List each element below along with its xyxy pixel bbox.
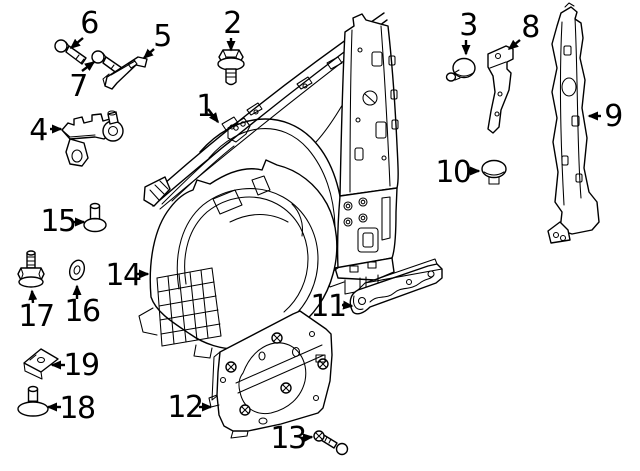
- callout-2-hex-flange-bolt: 2: [223, 6, 242, 52]
- callout-number-12: 12: [167, 390, 202, 425]
- callout-7-shoulder-bolt: 7: [69, 61, 96, 104]
- callout-19-clip-nut: 19: [50, 348, 100, 383]
- callout-8-support-bracket: 8: [507, 10, 541, 50]
- callout-18-rivet-stud: 18: [46, 391, 96, 426]
- part-8-support-bracket-drawing: [487, 45, 514, 134]
- callout-10-mushroom-clip: 10: [435, 155, 481, 190]
- callout-number-1: 1: [196, 89, 214, 124]
- callout-number-17: 17: [18, 299, 53, 334]
- callout-number-8: 8: [521, 10, 539, 45]
- part-4-corner-bracket-drawing: [61, 110, 124, 167]
- part-15-stud-bolt-drawing: [83, 202, 107, 233]
- part-9-reinforcement-panel-drawing: [547, 2, 600, 244]
- callout-arrow-1: [207, 108, 219, 124]
- callout-number-5: 5: [153, 19, 171, 54]
- callout-3-push-grommet: 3: [459, 8, 478, 56]
- callout-arrow-11: [341, 300, 354, 310]
- part-17-hex-bolt-drawing: [17, 250, 45, 288]
- callout-13-screw-and-retainer: 13: [270, 421, 314, 456]
- callout-number-10: 10: [435, 155, 471, 190]
- part-2-hex-flange-bolt-drawing: [217, 49, 245, 86]
- callout-5-mount-bracket: 5: [142, 19, 172, 60]
- callout-arrow-5: [142, 48, 155, 60]
- callout-4-corner-bracket: 4: [29, 113, 63, 148]
- callout-9-reinforcement-panel: 9: [587, 99, 623, 134]
- callout-number-2: 2: [223, 6, 241, 41]
- callout-arrow-8: [507, 39, 521, 50]
- part-1-fender-drawing: [143, 12, 399, 295]
- callout-number-3: 3: [459, 8, 477, 43]
- callout-number-18: 18: [59, 391, 95, 426]
- part-18-rivet-stud-drawing: [17, 385, 49, 417]
- part-13-screw-retainer-drawing: [313, 430, 349, 456]
- callout-16-washer: 16: [64, 284, 101, 329]
- callout-number-4: 4: [29, 113, 47, 148]
- callout-number-16: 16: [64, 294, 100, 329]
- part-12-splash-shield-drawing: [208, 310, 333, 439]
- callout-arrow-7: [81, 61, 96, 72]
- callout-15-stud-bolt: 15: [40, 204, 86, 239]
- part-16-washer-drawing: [68, 259, 86, 281]
- callout-number-14: 14: [105, 258, 141, 293]
- callout-11-support-rail: 11: [310, 289, 354, 324]
- part-10-mushroom-clip-drawing: [481, 159, 507, 185]
- callout-12-splash-shield: 12: [167, 390, 213, 425]
- part-19-clip-nut-drawing: [23, 348, 59, 380]
- callout-arrow-6: [69, 37, 84, 49]
- part-6-shoulder-bolt-drawing: [54, 39, 87, 65]
- callout-6-shoulder-bolt: 6: [69, 6, 100, 49]
- shield-outline: [216, 310, 333, 432]
- callout-number-6: 6: [80, 6, 98, 41]
- callout-number-15: 15: [40, 204, 75, 239]
- callout-number-13: 13: [270, 421, 305, 456]
- callout-arrow-17: [28, 289, 38, 304]
- part-3-push-grommet-drawing: [445, 57, 476, 82]
- part-5-mount-bracket-drawing: [102, 56, 148, 90]
- callout-number-7: 7: [69, 69, 87, 104]
- callout-arrow-13: [301, 433, 314, 443]
- liner-outline: [149, 159, 338, 350]
- callout-number-19: 19: [63, 348, 98, 383]
- liner-grid-texture: [156, 267, 222, 347]
- callout-number-11: 11: [310, 289, 345, 324]
- part-11-support-rail-drawing: [349, 258, 443, 315]
- callout-14-fender-liner: 14: [105, 258, 150, 293]
- callout-17-hex-bolt: 17: [18, 289, 55, 334]
- callout-1-fender-panel: 1: [196, 89, 219, 124]
- callout-number-9: 9: [604, 99, 622, 134]
